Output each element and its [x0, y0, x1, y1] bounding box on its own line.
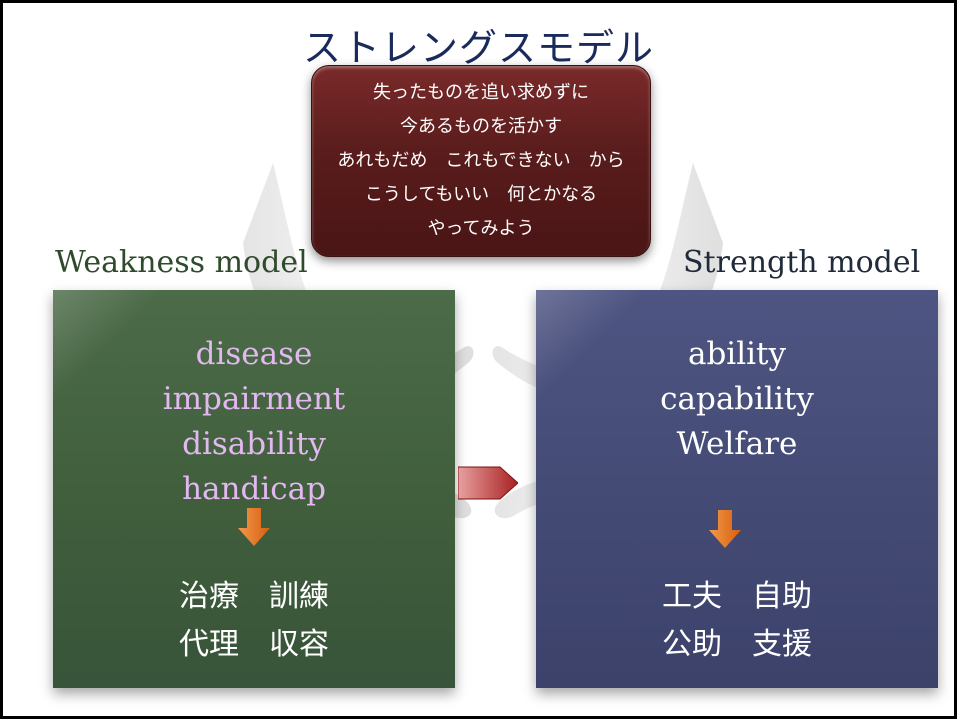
strength-terms: ability capability Welfare — [536, 332, 938, 467]
strength-term: ability — [687, 336, 787, 372]
action-row: 代理収容 — [53, 621, 455, 669]
strength-actions: 工夫自助 公助支援 — [536, 573, 938, 669]
weakness-term: impairment — [162, 381, 346, 417]
arrow-down-icon — [238, 508, 270, 546]
weakness-term: handicap — [182, 471, 326, 507]
weakness-term: disease — [195, 336, 313, 372]
weakness-panel: disease impairment disability handicap 治… — [53, 290, 455, 688]
weakness-terms: disease impairment disability handicap — [53, 332, 455, 512]
action-item: 自助 — [752, 579, 812, 614]
action-item: 工夫 — [662, 579, 722, 614]
weakness-model-title: Weakness model — [55, 245, 308, 280]
action-item: 収容 — [269, 627, 329, 662]
philosophy-line: あれもだめ これもできない から — [337, 150, 625, 171]
arrow-down-icon — [709, 510, 741, 548]
philosophy-line: こうしてもいい 何とかなる — [364, 184, 598, 205]
strength-model-title: Strength model — [683, 245, 921, 280]
philosophy-box: 失ったものを追い求めずに 今あるものを活かす あれもだめ これもできない から … — [311, 65, 651, 257]
weakness-actions: 治療訓練 代理収容 — [53, 573, 455, 669]
philosophy-line: 今あるものを活かす — [400, 116, 562, 137]
diagram-title: ストレングスモデル — [302, 26, 654, 70]
philosophy-line: 失ったものを追い求めずに — [373, 82, 589, 103]
strength-term: Welfare — [676, 426, 798, 462]
action-row: 治療訓練 — [53, 573, 455, 621]
action-row: 公助支援 — [536, 621, 938, 669]
strength-term: capability — [660, 381, 814, 417]
philosophy-line: やってみよう — [427, 218, 535, 239]
arrow-right-icon — [458, 466, 518, 500]
weakness-term: disability — [182, 426, 326, 462]
action-item: 治療 — [179, 579, 239, 614]
strength-panel: ability capability Welfare 工夫自助 公助支援 — [536, 290, 938, 688]
action-item: 支援 — [752, 627, 812, 662]
action-item: 代理 — [179, 627, 239, 662]
action-item: 公助 — [662, 627, 722, 662]
action-item: 訓練 — [269, 579, 329, 614]
action-row: 工夫自助 — [536, 573, 938, 621]
